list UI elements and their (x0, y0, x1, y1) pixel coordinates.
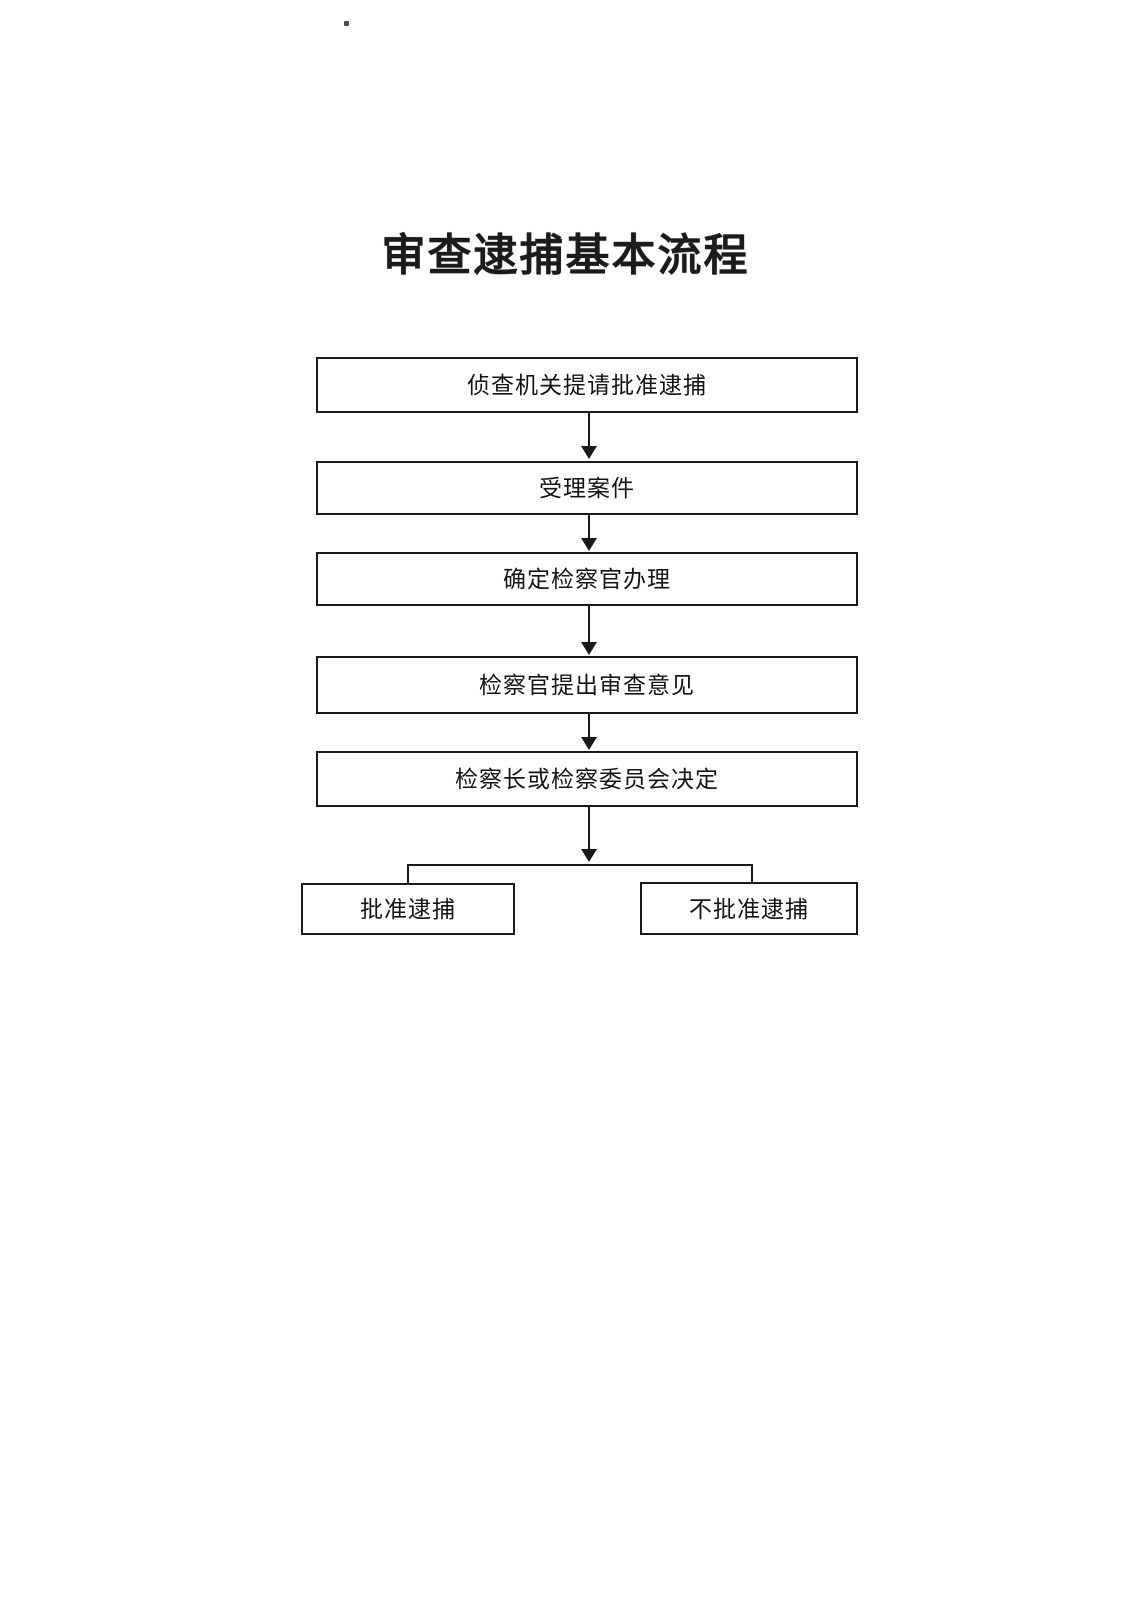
flow-node-label: 不批准逮捕 (689, 896, 809, 923)
flow-node-submit-arrest-request[interactable]: 侦查机关提请批准逮捕 (316, 357, 858, 413)
connector-line-n4-n5 (588, 714, 590, 738)
flow-node-accept-case[interactable]: 受理案件 (316, 461, 858, 515)
page-title: 审查逮捕基本流程 (381, 230, 750, 281)
flow-node-label: 检察长或检察委员会决定 (455, 767, 719, 793)
connector-line-branch-left (407, 864, 409, 896)
flow-node-deny-arrest[interactable]: 不批准逮捕 (640, 882, 858, 935)
flow-node-prosecutor-review-opinion[interactable]: 检察官提出审查意见 (316, 656, 858, 714)
flow-node-label: 批准逮捕 (360, 897, 456, 923)
flow-node-label: 侦查机关提请批准逮捕 (467, 373, 707, 399)
arrowhead-icon-n4-n5 (581, 737, 597, 750)
connector-line-n5-branch (588, 807, 590, 851)
arrowhead-icon-n1-n2 (581, 446, 597, 459)
flow-node-assign-prosecutor[interactable]: 确定检察官办理 (316, 552, 858, 606)
flow-node-approve-arrest[interactable]: 批准逮捕 (301, 883, 515, 935)
branch-bar (407, 864, 753, 866)
arrowhead-icon-n5-branch (581, 849, 597, 862)
connector-line-n2-n3 (588, 515, 590, 539)
connector-line-branch-right (751, 864, 753, 896)
scan-artifact-speck (344, 21, 349, 26)
flow-node-chief-or-committee-decision[interactable]: 检察长或检察委员会决定 (316, 751, 858, 807)
connector-line-n1-n2 (588, 413, 590, 449)
flow-node-label: 检察官提出审查意见 (479, 673, 695, 699)
flow-node-label: 确定检察官办理 (503, 567, 671, 593)
arrowhead-icon-n2-n3 (581, 538, 597, 551)
arrowhead-icon-n3-n4 (581, 642, 597, 655)
connector-line-n3-n4 (588, 606, 590, 643)
flow-node-label: 受理案件 (539, 476, 635, 502)
